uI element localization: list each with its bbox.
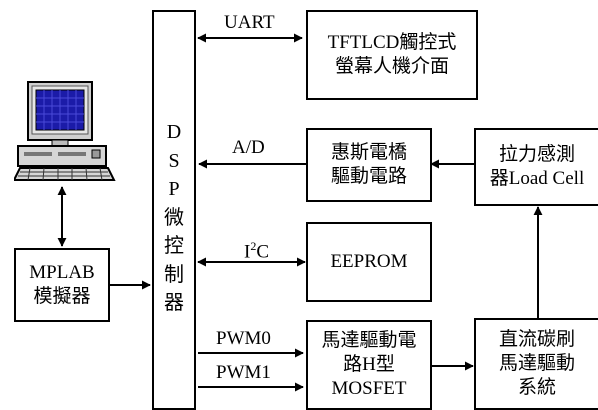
loadcell-line-1: 拉力感測: [499, 143, 575, 167]
pwm0-label: PWM0: [216, 328, 271, 350]
dsp-char: 控: [152, 232, 196, 261]
eeprom-label: EEPROM: [330, 250, 407, 274]
motor-line-2: 馬達驅動: [499, 352, 575, 376]
tftlcd-line-1: TFTLCD觸控式: [328, 31, 457, 55]
desktop-computer-icon: [14, 80, 124, 184]
dsp-char: P: [152, 175, 196, 204]
dsp-char: D: [152, 118, 196, 147]
motor-block: 直流碳刷 馬達驅動 系統: [474, 318, 598, 410]
loadcell-block: 拉力感測 器Load Cell: [474, 128, 598, 206]
wheatstone-line-2: 驅動電路: [331, 165, 407, 189]
mplab-block: MPLAB 模擬器: [14, 248, 110, 322]
dsp-char: S: [152, 147, 196, 176]
motor-line-3: 系統: [518, 376, 556, 400]
wheatstone-line-1: 惠斯電橋: [331, 141, 407, 165]
dsp-char: 制: [152, 261, 196, 290]
i2c-label: I2C: [244, 235, 269, 263]
dsp-label: D S P 微 控 制 器: [152, 118, 196, 318]
loadcell-line-2: 器Load Cell: [490, 167, 584, 191]
wheatstone-block: 惠斯電橋 驅動電路: [306, 128, 432, 202]
pwm1-label: PWM1: [216, 362, 271, 384]
ad-label: A/D: [232, 137, 265, 159]
tftlcd-block: TFTLCD觸控式 螢幕人機介面: [306, 10, 478, 100]
hbridge-line-2: 路H型: [343, 353, 395, 377]
hbridge-line-3: MOSFET: [332, 377, 407, 401]
dsp-char: 微: [152, 204, 196, 233]
motor-line-1: 直流碳刷: [499, 328, 575, 352]
i2c-label-c: C: [256, 241, 269, 262]
uart-label: UART: [224, 12, 275, 34]
tftlcd-line-2: 螢幕人機介面: [335, 55, 449, 79]
mplab-line-2: 模擬器: [33, 285, 90, 309]
dsp-char: 器: [152, 289, 196, 318]
hbridge-block: 馬達驅動電 路H型 MOSFET: [306, 320, 432, 410]
mplab-line-1: MPLAB: [29, 261, 94, 285]
hbridge-line-1: 馬達驅動電: [321, 329, 416, 353]
eeprom-block: EEPROM: [306, 222, 432, 302]
